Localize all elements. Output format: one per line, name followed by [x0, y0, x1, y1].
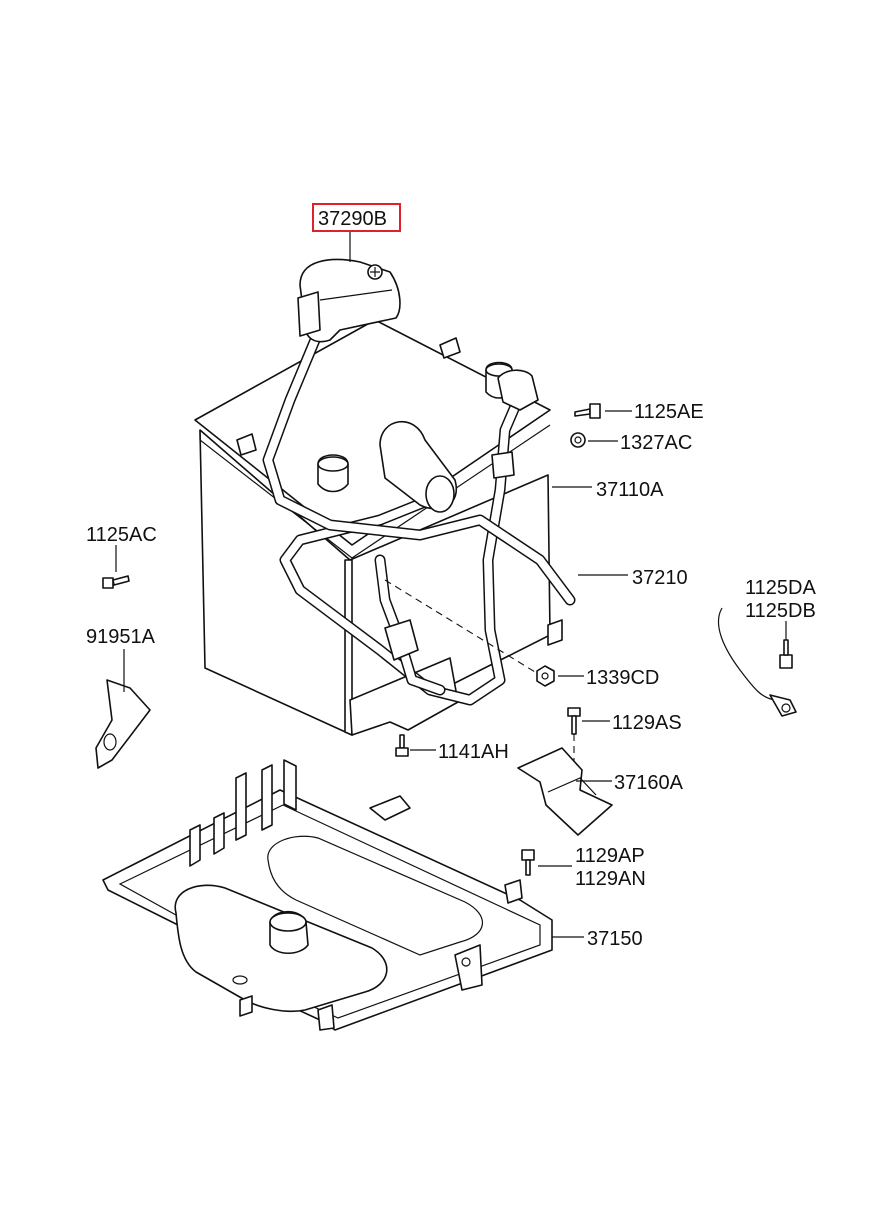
label-1141AH[interactable]: 1141AH: [438, 741, 509, 763]
battery-cable-drawing: [262, 334, 576, 706]
label-37290B[interactable]: 37290B: [318, 208, 387, 230]
leader-lines: [115, 232, 787, 938]
label-1327AC[interactable]: 1327AC: [620, 432, 692, 454]
label-1125AC[interactable]: 1125AC: [86, 524, 157, 546]
label-1129AN[interactable]: 1129AN: [575, 868, 646, 890]
label-37210[interactable]: 37210: [632, 567, 688, 589]
label-1125AE[interactable]: 1125AE: [634, 401, 704, 423]
label-37150[interactable]: 37150: [587, 928, 643, 950]
label-1125DA[interactable]: 1125DA: [745, 577, 816, 599]
part-labels: 37290B 1125AE 1327AC 37110A 1125AC 37210…: [86, 203, 816, 950]
label-37160A[interactable]: 37160A: [614, 772, 684, 794]
label-91951A[interactable]: 91951A: [86, 626, 156, 648]
label-37110A[interactable]: 37110A: [596, 479, 664, 501]
label-1129AP[interactable]: 1129AP: [575, 845, 645, 867]
hardware-drawing: [95, 403, 797, 876]
terminal-cover-drawing: [297, 258, 401, 343]
label-1339CD[interactable]: 1339CD: [586, 667, 659, 689]
label-1129AS[interactable]: 1129AS: [612, 712, 682, 734]
highlight-box-37290B: [312, 203, 401, 232]
battery-tray-drawing: [102, 759, 553, 1031]
label-1125DB[interactable]: 1125DB: [745, 600, 816, 622]
